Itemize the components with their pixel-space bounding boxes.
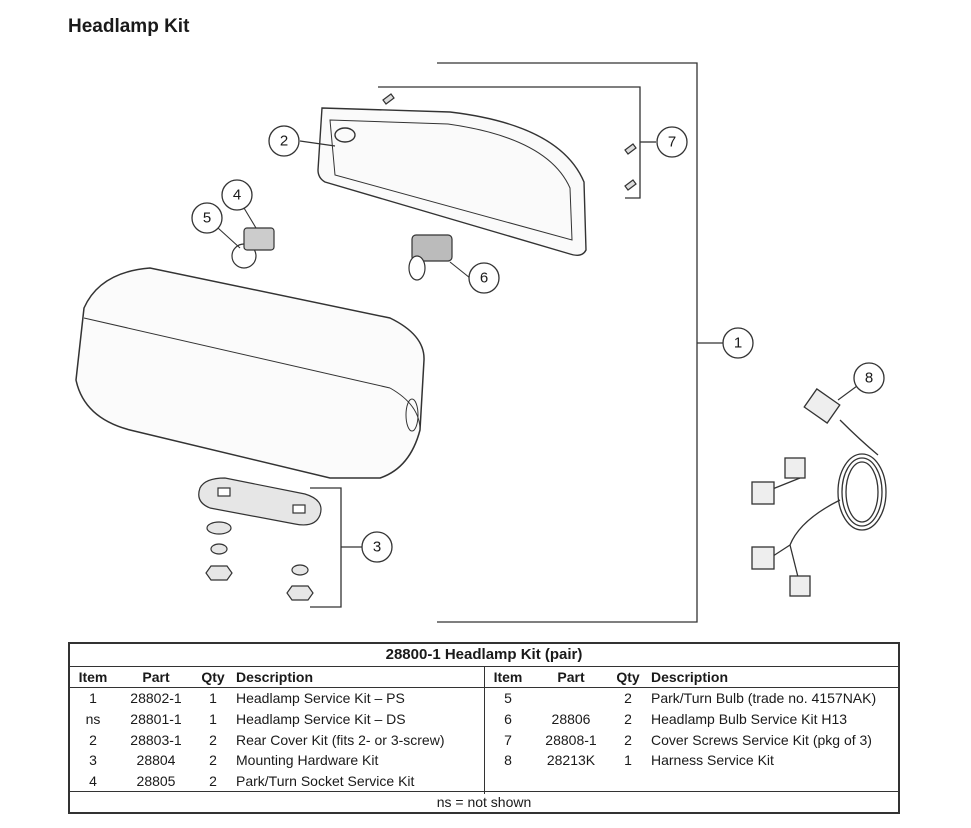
table-right-half: Item Part Qty Description 5 2 Park/Turn … xyxy=(485,667,898,794)
col-part-header: Part xyxy=(142,669,170,685)
cell-qty: 2 xyxy=(209,752,217,769)
cell-qty: 2 xyxy=(624,710,632,727)
table-row: 4 28805 2 Park/Turn Socket Service Kit xyxy=(70,771,484,792)
exploded-parts-diagram: 1 2 3 4 5 6 7 8 xyxy=(75,62,887,623)
table-row: 2 28803-1 2 Rear Cover Kit (fits 2- or 3… xyxy=(70,730,484,751)
wiring-harness xyxy=(751,388,887,597)
cell-item: 6 xyxy=(504,710,512,727)
cell-description: Harness Service Kit xyxy=(651,752,774,769)
cell-description: Park/Turn Socket Service Kit xyxy=(236,773,415,790)
cell-qty: 2 xyxy=(209,773,217,790)
callout-circle-6 xyxy=(468,262,500,294)
cell-description: Headlamp Service Kit – PS xyxy=(236,690,405,706)
table-title: 28800-1 Headlamp Kit (pair) xyxy=(70,644,898,667)
callout-circle-5 xyxy=(191,202,223,234)
cell-qty: 2 xyxy=(624,690,632,706)
cell-description: Rear Cover Kit (fits 2- or 3-screw) xyxy=(236,731,445,748)
table-row: 3 28804 2 Mounting Hardware Kit xyxy=(70,750,484,771)
col-qty-header: Qty xyxy=(201,669,225,685)
col-part-header: Part xyxy=(557,669,585,685)
col-item-header: Item xyxy=(78,669,108,685)
cell-part: 28213K xyxy=(546,752,596,769)
callout-circle-8 xyxy=(853,362,885,394)
cell-qty: 1 xyxy=(624,752,632,769)
cell-part: 28808-1 xyxy=(545,731,597,748)
cover-screws xyxy=(382,93,637,191)
callout-6: 6 xyxy=(480,270,488,287)
parts-table: 28800-1 Headlamp Kit (pair) Item Part Qt… xyxy=(68,642,900,814)
table-row: 6 28806 2 Headlamp Bulb Service Kit H13 xyxy=(485,709,898,730)
page-title: Headlamp Kit xyxy=(68,16,190,37)
table-header-row: Item Part Qty Description xyxy=(70,667,484,688)
cell-description: Headlamp Bulb Service Kit H13 xyxy=(651,710,848,727)
cell-qty: 1 xyxy=(209,690,217,706)
cell-part: 28804 xyxy=(136,752,176,769)
headlamp-bulb xyxy=(408,234,453,281)
callout-circle-2 xyxy=(268,125,300,157)
table-row: 7 28808-1 2 Cover Screws Service Kit (pk… xyxy=(485,730,898,751)
callout-4: 4 xyxy=(233,187,241,204)
cell-item: 8 xyxy=(504,752,512,769)
callout-circle-3 xyxy=(361,531,393,563)
callout-circle-4 xyxy=(221,179,253,211)
callout-8: 8 xyxy=(865,370,873,387)
cell-description: Headlamp Service Kit – DS xyxy=(236,710,406,727)
cell-description: Cover Screws Service Kit (pkg of 3) xyxy=(651,731,872,748)
cell-item: 5 xyxy=(504,690,512,706)
cell-item: ns xyxy=(85,710,101,727)
mounting-hardware xyxy=(198,477,322,601)
table-row: ns 28801-1 1 Headlamp Service Kit – DS xyxy=(70,709,484,730)
table-row: 8 28213K 1 Harness Service Kit xyxy=(485,750,898,771)
cell-item: 3 xyxy=(89,752,97,769)
callout-3: 3 xyxy=(373,539,381,556)
headlamp-housing xyxy=(75,267,425,479)
table-row: 1 28802-1 1 Headlamp Service Kit – PS xyxy=(70,688,484,709)
cell-part: 28801-1 xyxy=(130,710,182,727)
table-footer: ns = not shown xyxy=(70,791,898,812)
cell-item: 7 xyxy=(504,731,512,748)
cell-item: 4 xyxy=(89,773,97,790)
park-turn-bulb-socket xyxy=(231,227,275,269)
callout-1: 1 xyxy=(734,335,742,352)
callout-circle-7 xyxy=(656,126,688,158)
table-left-half: Item Part Qty Description 1 28802-1 1 He… xyxy=(70,667,485,794)
table-header-row: Item Part Qty Description xyxy=(485,667,898,688)
cell-item: 1 xyxy=(89,690,97,706)
table-row: 5 2 Park/Turn Bulb (trade no. 4157NAK) xyxy=(485,688,898,709)
cell-part: 28805 xyxy=(136,773,176,790)
cell-part: 28803-1 xyxy=(130,731,182,748)
callout-2: 2 xyxy=(280,133,288,150)
cell-qty: 1 xyxy=(209,710,217,727)
rear-cover-shape xyxy=(317,107,587,257)
cell-qty: 2 xyxy=(209,731,217,748)
callout-5: 5 xyxy=(203,210,211,227)
cell-item: 2 xyxy=(89,731,97,748)
callout-7: 7 xyxy=(668,134,676,151)
callout-circle-1 xyxy=(722,327,754,359)
col-description-header: Description xyxy=(651,669,729,685)
cell-qty: 2 xyxy=(624,731,632,748)
col-item-header: Item xyxy=(493,669,523,685)
cell-part xyxy=(531,688,611,709)
cell-description: Mounting Hardware Kit xyxy=(236,752,379,769)
col-qty-header: Qty xyxy=(616,669,640,685)
cell-description: Park/Turn Bulb (trade no. 4157NAK) xyxy=(651,690,877,706)
col-description-header: Description xyxy=(236,669,314,685)
cell-part: 28802-1 xyxy=(130,690,182,706)
cell-part: 28806 xyxy=(551,710,591,727)
